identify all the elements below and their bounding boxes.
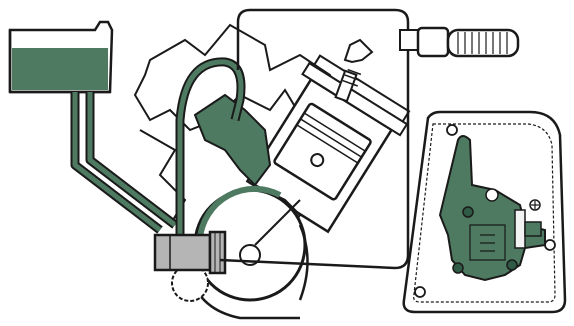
oil-pump <box>155 232 225 273</box>
throttle-grip <box>400 28 518 56</box>
inset-bolt-hole-bottom-left <box>415 287 425 297</box>
pump-cover-inset <box>404 112 565 312</box>
oil-tank <box>10 22 112 92</box>
inset-bolt-hole-top-left <box>447 125 457 135</box>
inset-bolt-hole-right <box>545 240 555 250</box>
